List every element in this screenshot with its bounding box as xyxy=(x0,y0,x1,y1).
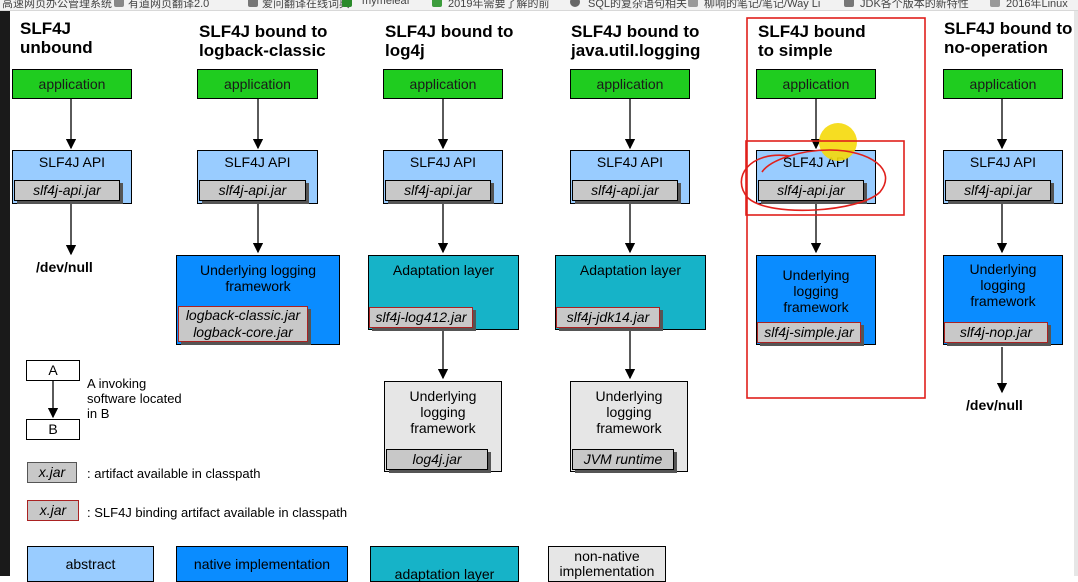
framework-jar: log4j.jar xyxy=(386,449,488,470)
bookmark-item[interactable]: mymeleaf xyxy=(362,0,410,7)
bookmark-item[interactable]: 2019年需要了解的前 xyxy=(448,0,550,10)
framework-label: Underlying logging framework xyxy=(969,261,1037,309)
column-title: SLF4J bound to no-operation xyxy=(944,19,1073,57)
bookmark-item[interactable]: SQL的复杂语句相关 xyxy=(588,0,688,10)
application-label: application xyxy=(782,76,850,92)
legend-invoke-text: A invoking software located in B xyxy=(87,376,182,421)
application-box: application xyxy=(943,69,1063,99)
column-title: SLF4J bound to log4j xyxy=(385,22,514,60)
bookmark-icon xyxy=(990,0,1000,7)
application-box: application xyxy=(12,69,132,99)
api-label: SLF4J API xyxy=(969,154,1037,170)
legend-box-a: A xyxy=(26,360,80,381)
binding-jar: slf4j-simple.jar xyxy=(757,322,861,343)
adaptation-label: Adaptation layer xyxy=(392,262,495,278)
api-label: SLF4J API xyxy=(409,154,477,170)
legend-jar-sample: x.jar xyxy=(27,462,77,483)
bookmark-icon xyxy=(844,0,854,7)
adaptation-label: Adaptation layer xyxy=(579,262,682,278)
application-box: application xyxy=(570,69,690,99)
right-scrollbar[interactable] xyxy=(1074,11,1078,576)
bookmark-item[interactable]: 高速网页办公管理系统 xyxy=(2,0,112,10)
legend-swatch-abstract: abstract xyxy=(27,546,154,582)
api-jar: slf4j-api.jar xyxy=(14,180,120,201)
application-box: application xyxy=(383,69,503,99)
legend-binding-sample: x.jar xyxy=(27,500,79,521)
dev-null-label: /dev/null xyxy=(36,259,93,275)
left-window-edge xyxy=(0,11,10,576)
binding-jar: logback-classic.jar logback-core.jar xyxy=(178,306,308,342)
legend-box-b: B xyxy=(26,419,80,440)
framework-jar: JVM runtime xyxy=(572,449,674,470)
application-label: application xyxy=(596,76,664,92)
application-box: application xyxy=(197,69,318,99)
application-label: application xyxy=(38,76,106,92)
bookmark-bar: 高速网页办公管理系统 有道网页翻译2.0 爱问翻译在线词典 mymeleaf 2… xyxy=(0,0,1078,11)
application-box: application xyxy=(756,69,876,99)
binding-jar: slf4j-log412.jar xyxy=(369,307,473,328)
api-jar: slf4j-api.jar xyxy=(385,180,491,201)
framework-label: Underlying logging framework xyxy=(782,267,850,315)
application-label: application xyxy=(969,76,1037,92)
api-jar: slf4j-api.jar xyxy=(572,180,678,201)
jar-name: logback-classic.jar xyxy=(185,307,301,323)
bookmark-item[interactable]: 爱问翻译在线词典 xyxy=(262,0,350,10)
bookmark-item[interactable]: 有道网页翻译2.0 xyxy=(128,0,210,10)
framework-label: Underlying logging framework xyxy=(200,262,316,294)
bookmark-item[interactable]: JDK各个版本的新特性 xyxy=(860,0,969,10)
bookmark-icon xyxy=(570,0,580,7)
api-label: SLF4J API xyxy=(224,154,291,170)
api-label: SLF4J API xyxy=(596,154,664,170)
api-jar: slf4j-api.jar xyxy=(758,180,864,201)
bookmark-icon xyxy=(342,0,352,7)
column-title: SLF4J bound to simple xyxy=(758,22,866,60)
framework-label: Underlying logging framework xyxy=(595,388,663,436)
legend-swatch-adaptation: adaptation layer xyxy=(370,546,519,582)
column-title: SLF4J bound to java.util.logging xyxy=(571,22,701,60)
legend-swatch-native: native implementation xyxy=(176,546,348,582)
api-jar: slf4j-api.jar xyxy=(199,180,306,201)
bookmark-item[interactable]: 2016年Linux xyxy=(1006,0,1068,10)
binding-jar: slf4j-nop.jar xyxy=(944,322,1048,343)
bookmark-icon xyxy=(688,0,698,7)
application-label: application xyxy=(409,76,477,92)
column-title: SLF4J bound to logback-classic xyxy=(199,22,328,60)
api-jar: slf4j-api.jar xyxy=(945,180,1051,201)
api-label: SLF4J API xyxy=(782,154,850,170)
api-label: SLF4J API xyxy=(38,154,106,170)
bookmark-icon xyxy=(114,0,124,7)
legend-jar-text: : artifact available in classpath xyxy=(87,466,261,481)
binding-jar: slf4j-jdk14.jar xyxy=(556,307,660,328)
framework-label: Underlying logging framework xyxy=(409,388,477,436)
bookmark-icon xyxy=(432,0,442,7)
column-title: SLF4J unbound xyxy=(20,19,93,57)
bookmark-icon xyxy=(248,0,258,7)
bookmark-item[interactable]: 柳响的笔记/笔记/Way Li xyxy=(704,0,821,10)
legend-binding-text: : SLF4J binding artifact available in cl… xyxy=(87,505,348,520)
jar-name: logback-core.jar xyxy=(193,324,293,340)
legend-swatch-non-native: non-native implementation xyxy=(548,546,666,582)
dev-null-label: /dev/null xyxy=(966,397,1023,413)
application-label: application xyxy=(224,76,291,92)
